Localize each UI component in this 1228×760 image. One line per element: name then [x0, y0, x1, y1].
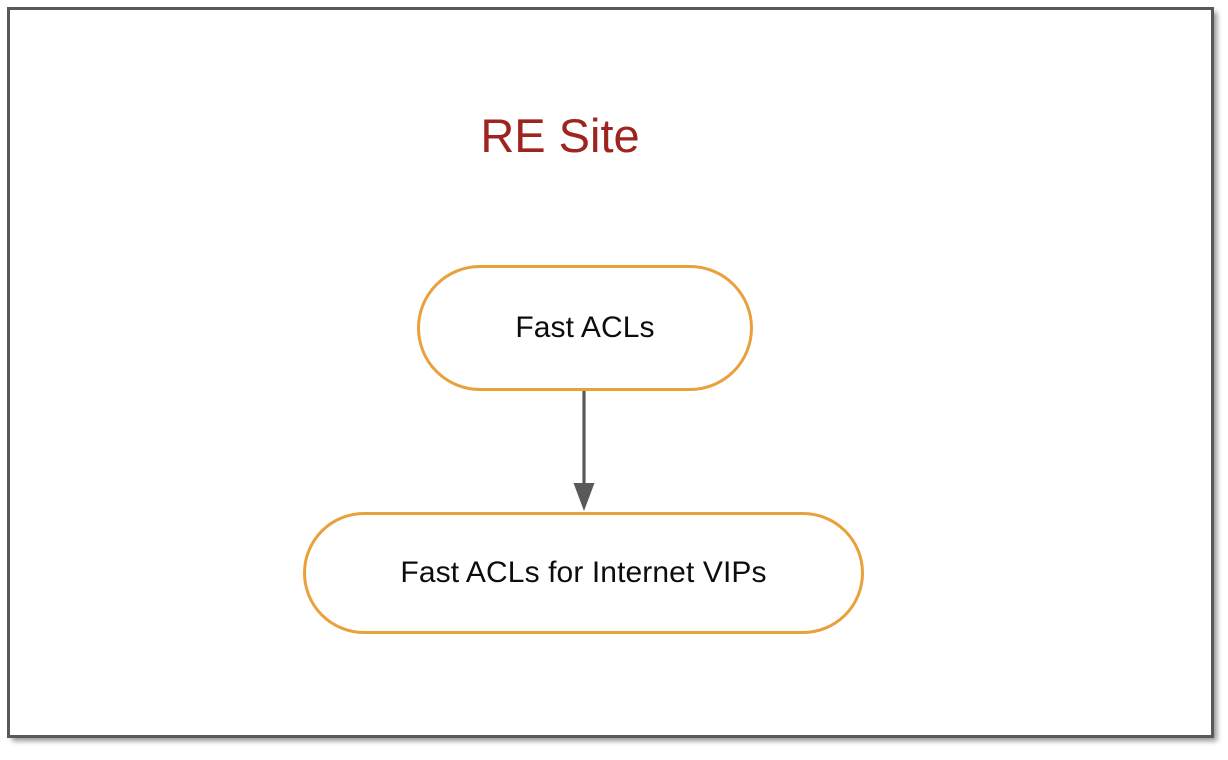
node-fast-acls-for-internet-vips[interactable]: Fast ACLs for Internet VIPs: [303, 512, 864, 634]
node-fast-acls-label: Fast ACLs: [515, 311, 655, 344]
node-fast-acls-for-internet-vips-label: Fast ACLs for Internet VIPs: [400, 556, 767, 589]
page-title: RE Site: [480, 109, 640, 162]
node-fast-acls[interactable]: Fast ACLs: [417, 265, 753, 391]
